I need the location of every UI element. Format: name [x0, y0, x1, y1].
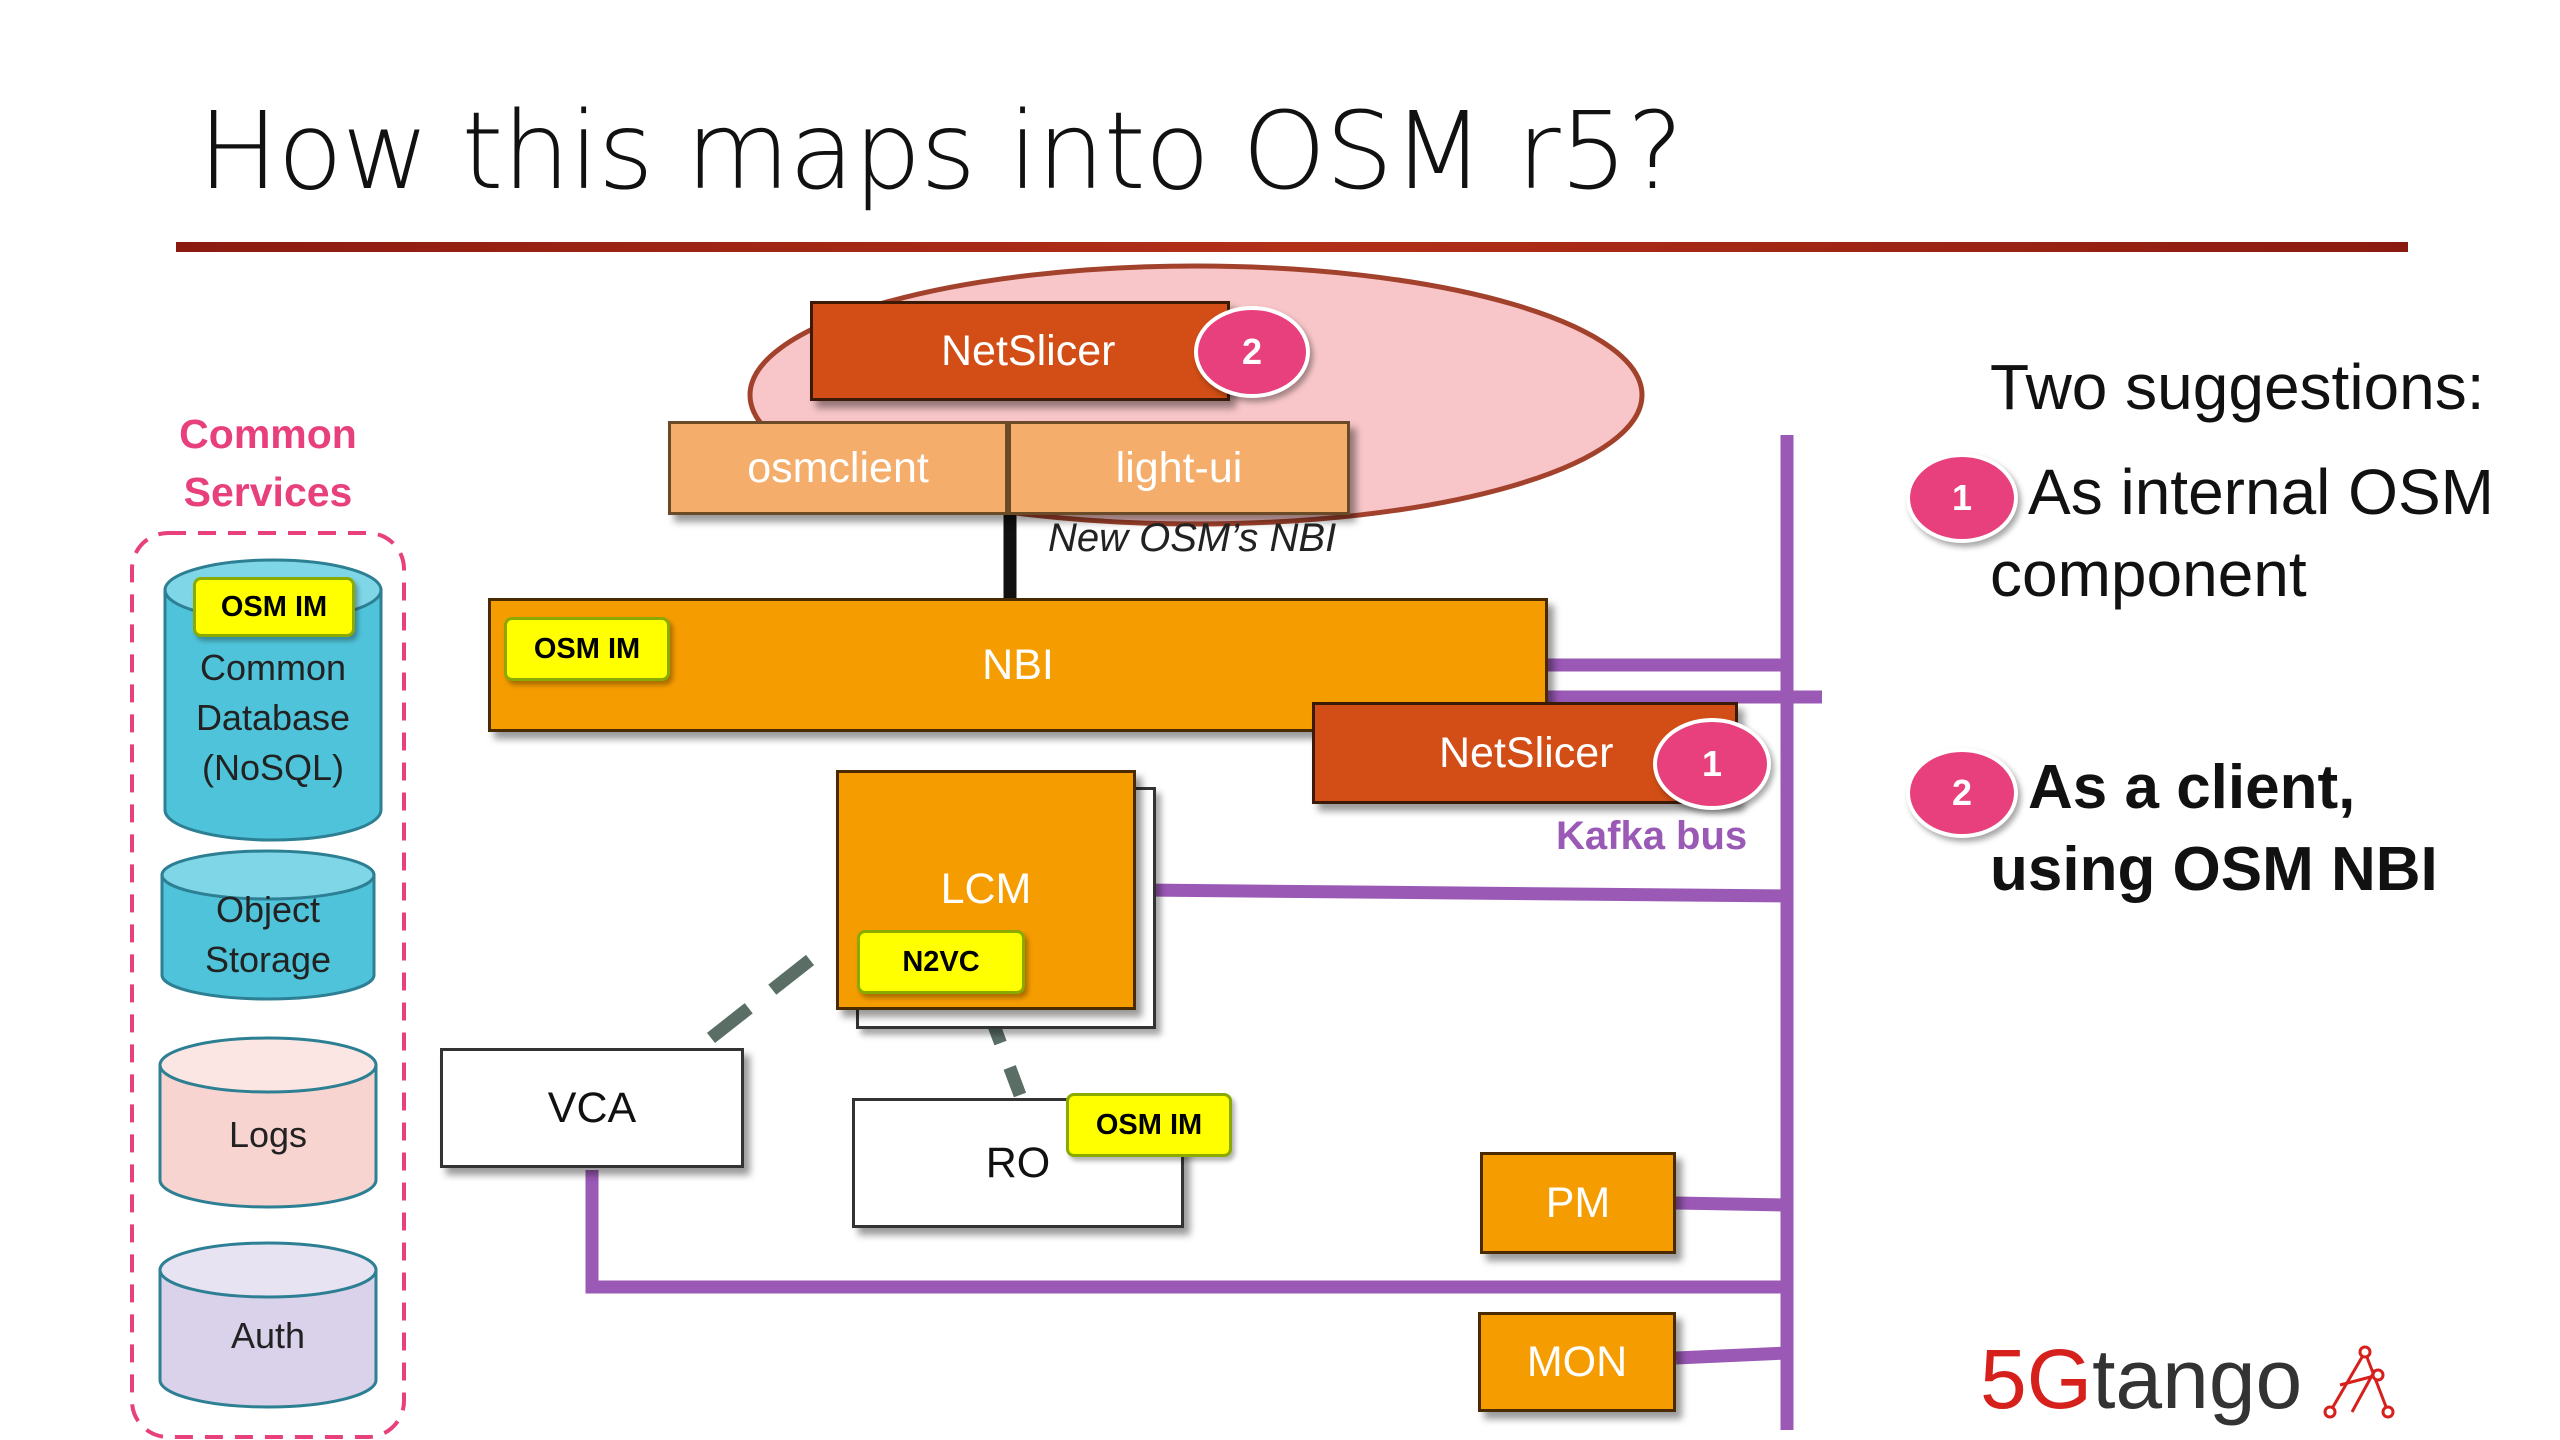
common-services-heading-line1: Common: [179, 411, 357, 457]
ro-label: RO: [985, 1138, 1051, 1187]
new-nbi-note: New OSM’s NBI: [1048, 516, 1337, 560]
kafka-bus-label: Kafka bus: [1556, 814, 1748, 858]
common-services-heading: Common Services: [150, 405, 386, 521]
suggestion-1-badge: 1: [1906, 453, 2018, 543]
common-database-osmim-tag: OSM IM: [193, 577, 355, 637]
light-ui-label: light-ui: [1115, 443, 1243, 492]
logs-label: Logs: [228, 1114, 308, 1156]
osmclient-box: osmclient: [668, 421, 1008, 515]
nbi-osmim-tag: OSM IM: [504, 617, 670, 681]
lcm-vca-dashed: [697, 954, 815, 1051]
nbi-label: NBI: [982, 640, 1054, 689]
svg-text:5Gtango: 5Gtango: [1980, 1332, 2302, 1426]
pm-kafka-link: [1675, 1196, 1788, 1212]
suggestion-1-line1: As internal OSM: [2028, 456, 2494, 528]
osmclient-label: osmclient: [747, 443, 929, 492]
suggestion-2-line2: using OSM NBI: [1990, 835, 2438, 904]
netslicer-internal-badge: 1: [1653, 718, 1771, 810]
netslicer-internal-label: NetSlicer: [1439, 728, 1614, 777]
pm-label: PM: [1545, 1178, 1611, 1227]
vca-box: VCA: [440, 1048, 744, 1168]
ro-osmim-tag: OSM IM: [1066, 1093, 1232, 1157]
common-services-frame: [130, 531, 406, 1439]
logs-cylinder: [158, 1036, 378, 1209]
auth-label: Auth: [230, 1315, 306, 1357]
suggestion-2-badge: 2: [1906, 748, 2018, 838]
mon-box: MON: [1478, 1312, 1676, 1412]
suggestion-2-line1: As a client,: [2028, 753, 2356, 822]
suggestion-1-line2: component: [1990, 538, 2307, 610]
object-storage-label: Object Storage: [204, 889, 332, 980]
pm-box: PM: [1480, 1152, 1676, 1254]
netslicer-client-badge: 2: [1194, 306, 1310, 398]
object-storage-cylinder: [160, 849, 376, 1001]
light-ui-box: light-ui: [1008, 421, 1350, 515]
netslicer-client-label: NetSlicer: [941, 326, 1116, 375]
common-database-label: Common Database (NoSQL): [195, 647, 351, 788]
suggestions-heading: Two suggestions:: [1990, 351, 2485, 423]
page-title: How this maps into OSM r5?: [198, 90, 1683, 214]
common-services-heading-line2: Services: [183, 469, 353, 515]
5gtango-logo-mark: 5Gtango: [1980, 1332, 2395, 1426]
title-rule: [176, 242, 2408, 252]
mon-label: MON: [1526, 1337, 1628, 1386]
vca-kafka-link: [585, 1170, 1787, 1294]
vca-label: VCA: [547, 1083, 637, 1132]
5gtango-logo: 5Gtango: [1980, 1330, 2400, 1430]
auth-cylinder: [158, 1241, 378, 1409]
lcm-kafka-link: [1137, 883, 1788, 903]
lcm-label: LCM: [940, 865, 1032, 913]
netslicer-client-box: NetSlicer: [810, 301, 1230, 401]
lcm-n2vc-tag: N2VC: [857, 930, 1025, 994]
mon-kafka-link: [1675, 1346, 1788, 1365]
